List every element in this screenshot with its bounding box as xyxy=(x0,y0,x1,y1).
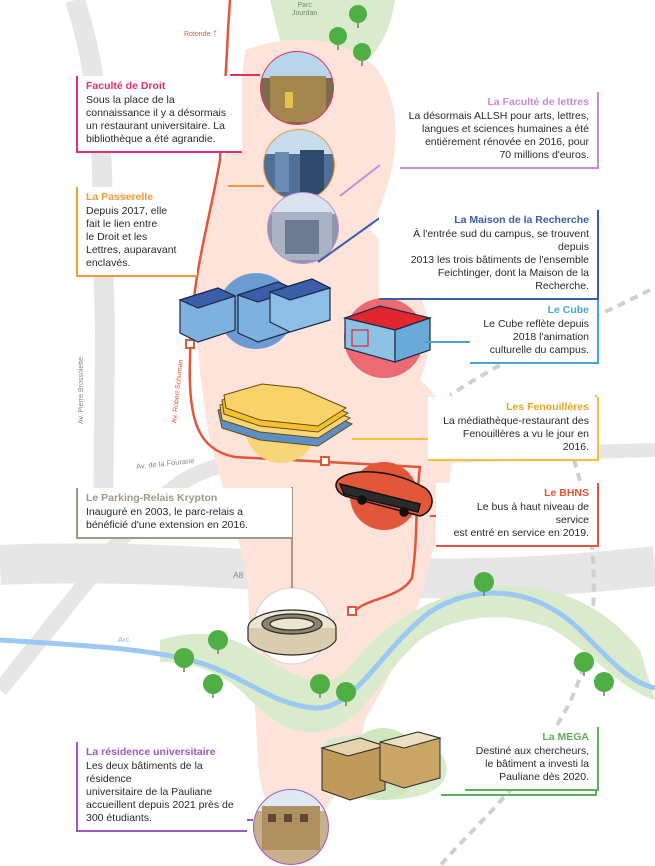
label-rotonde: Rotonde ↑ xyxy=(184,28,217,39)
callout-passerelle: La Passerelle Depuis 2017, elle fait le … xyxy=(76,187,197,277)
callout-title: Le Cube xyxy=(547,304,589,316)
label-arc: Arc xyxy=(118,635,130,644)
callout-title: La MEGA xyxy=(542,731,589,743)
residence-photo xyxy=(254,790,328,864)
callout-body: Destiné aux chercheurs, le bâtiment a in… xyxy=(475,745,589,783)
parking-relais-building xyxy=(247,609,337,656)
callout-body: Le Cube reflète depuis 2018 l'animation … xyxy=(483,318,589,356)
callout-title: La Passerelle xyxy=(86,191,154,203)
callout-title: La résidence universitaire xyxy=(86,746,216,758)
callout-body: La médiathèque-restaurant des Fenouillèr… xyxy=(443,415,589,453)
callout-body: Inauguré en 2003, le parc-relais a bénéf… xyxy=(86,506,248,531)
callout-body: Depuis 2017, elle fait le lien entre le … xyxy=(86,205,177,269)
green-zone-river xyxy=(160,585,655,733)
callout-mega: La MEGA Destiné aux chercheurs, le bâtim… xyxy=(465,727,599,791)
callout-maison-recherche: La Maison de la Recherche À l'entrée sud… xyxy=(379,210,599,300)
droit-photo xyxy=(261,52,333,124)
passerelle-photo xyxy=(264,130,334,200)
callout-title: Le BHNS xyxy=(544,487,589,499)
callout-body: Le bus à haut niveau de service est entr… xyxy=(453,501,589,539)
lettres-photo xyxy=(268,193,338,263)
callout-cube: Le Cube Le Cube reflète depuis 2018 l'an… xyxy=(470,300,599,364)
label-a8: A8 xyxy=(233,570,244,580)
callout-faculte-lettres: La Faculté de lettres La désormais ALLSH… xyxy=(400,92,599,169)
river-arc xyxy=(0,590,655,711)
fenouilleres-building xyxy=(217,383,354,447)
callout-title: Le Parking-Relais Krypton xyxy=(86,492,218,504)
callout-body: Les deux bâtiments de la résidence unive… xyxy=(86,760,234,824)
callout-title: Les Fenouillères xyxy=(506,401,589,413)
callout-fenouilleres: Les Fenouillères La médiathèque-restaura… xyxy=(428,397,599,461)
mega-buildings xyxy=(320,731,442,801)
callout-title: Faculté de Droit xyxy=(86,80,166,92)
label-av-pierre-brossolette: Av. Pierre Brossolette xyxy=(78,356,86,425)
trees xyxy=(174,5,614,706)
callout-title: La Maison de la Recherche xyxy=(454,214,589,226)
callout-title: La Faculté de lettres xyxy=(487,96,589,108)
callout-parking-relais: Le Parking-Relais Krypton Inauguré en 20… xyxy=(76,488,292,539)
bhns-bus xyxy=(335,471,433,517)
rotonde-text: Rotonde xyxy=(184,31,211,38)
callout-residence: La résidence universitaire Les deux bâti… xyxy=(76,742,247,832)
callout-faculte-droit: Faculté de Droit Sous la place de la con… xyxy=(76,76,242,153)
label-parc-jourdan: Parc Jourdan xyxy=(292,2,318,17)
callout-body: La désormais ALLSH pour arts, lettres, l… xyxy=(408,110,589,161)
callout-body: À l'entrée sud du campus, se trouvent de… xyxy=(410,228,589,292)
cube-building xyxy=(342,305,433,363)
arrow-up-icon: ↑ xyxy=(212,28,218,39)
callout-body: Sous la place de la connaissance il y a … xyxy=(86,94,227,145)
maison-recherche-buildings xyxy=(178,278,332,343)
callout-bhns: Le BHNS Le bus à haut niveau de service … xyxy=(436,483,599,547)
